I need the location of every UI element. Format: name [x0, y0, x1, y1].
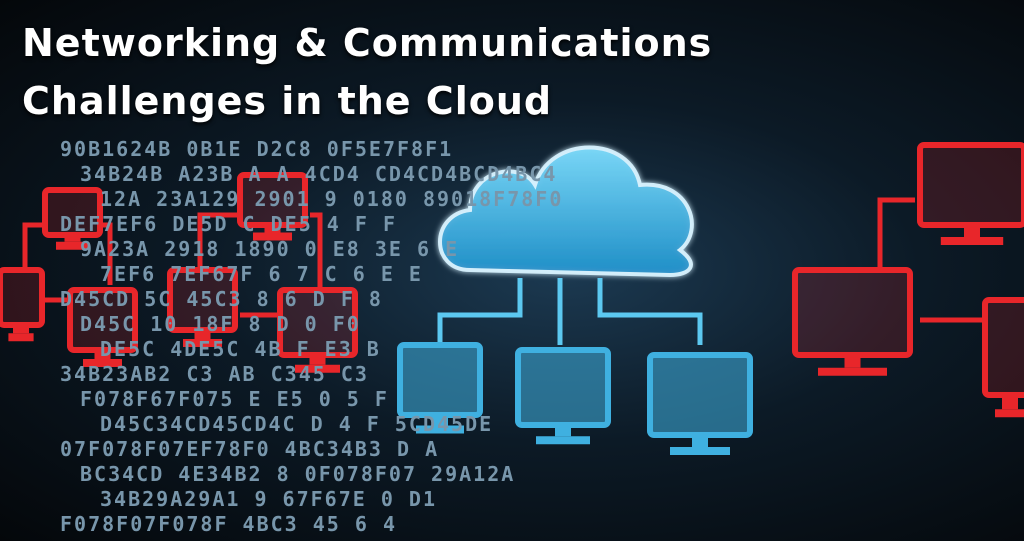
- title-line-2: Challenges in the Cloud: [22, 79, 553, 123]
- hex-code-line: D45C 10 18F 8 D 0 F0: [80, 312, 361, 336]
- monitor-icon: [515, 347, 611, 445]
- monitor-icon: [237, 172, 308, 241]
- monitor-icon: [0, 267, 45, 342]
- hex-code-line: 9A23A 2918 1890 0 E8 3E 6 E: [80, 237, 460, 261]
- monitor-icon: [42, 187, 103, 250]
- hex-code-line: 34B23AB2 C3 AB C345 C3: [60, 362, 369, 386]
- red-links: [22, 197, 985, 323]
- monitor-icon: [982, 297, 1024, 418]
- hex-code-line: DE5C 4DE5C 4B F E3 B: [100, 337, 381, 361]
- hex-code-line: F078F07F078F 4BC3 45 6 4: [60, 512, 397, 536]
- hex-code-line: 07F078F07EF78F0 4BC34B3 D A: [60, 437, 440, 461]
- monitor-icon: [277, 287, 358, 373]
- monitor-icon: [67, 287, 138, 367]
- hex-code-line: 7EF6 7EF67F 6 7 C 6 E E: [100, 262, 423, 286]
- monitor-icon: [397, 342, 483, 434]
- hex-code-line: 34B24B A23B A A 4CD4 CD4CD4BCD4BC4: [80, 162, 558, 186]
- hex-code-line: 90B1624B 0B1E D2C8 0F5E7F8F1: [60, 137, 454, 161]
- hex-code-line: 12A 23A129 2901 9 0180 89018F78F0: [100, 187, 564, 211]
- title-line-1: Networking & Communications: [22, 21, 713, 65]
- cloud-links: [437, 278, 703, 345]
- hex-code-line: 34B29A29A1 9 67F67E 0 D1: [100, 487, 437, 511]
- hex-code-line: D45C34CD45CD4C D 4 F 5CD45DE: [100, 412, 494, 436]
- monitor-icon: [917, 142, 1024, 245]
- monitor-icon: [647, 352, 753, 455]
- hex-code-line: DEF7EF6 DE5D C DE5 4 F F: [60, 212, 397, 236]
- page-title: Networking & Communications Challenges i…: [22, 14, 712, 130]
- hex-code-line: D45CD 5C 45C3 8 6 D F 8: [60, 287, 383, 311]
- cloud-icon: [438, 145, 694, 278]
- monitor-icon: [792, 267, 913, 376]
- hex-code-line: F078F67F075 E E5 0 5 F: [80, 387, 389, 411]
- hex-code-line: BC34CD 4E34B2 8 0F078F07 29A12A: [80, 462, 516, 486]
